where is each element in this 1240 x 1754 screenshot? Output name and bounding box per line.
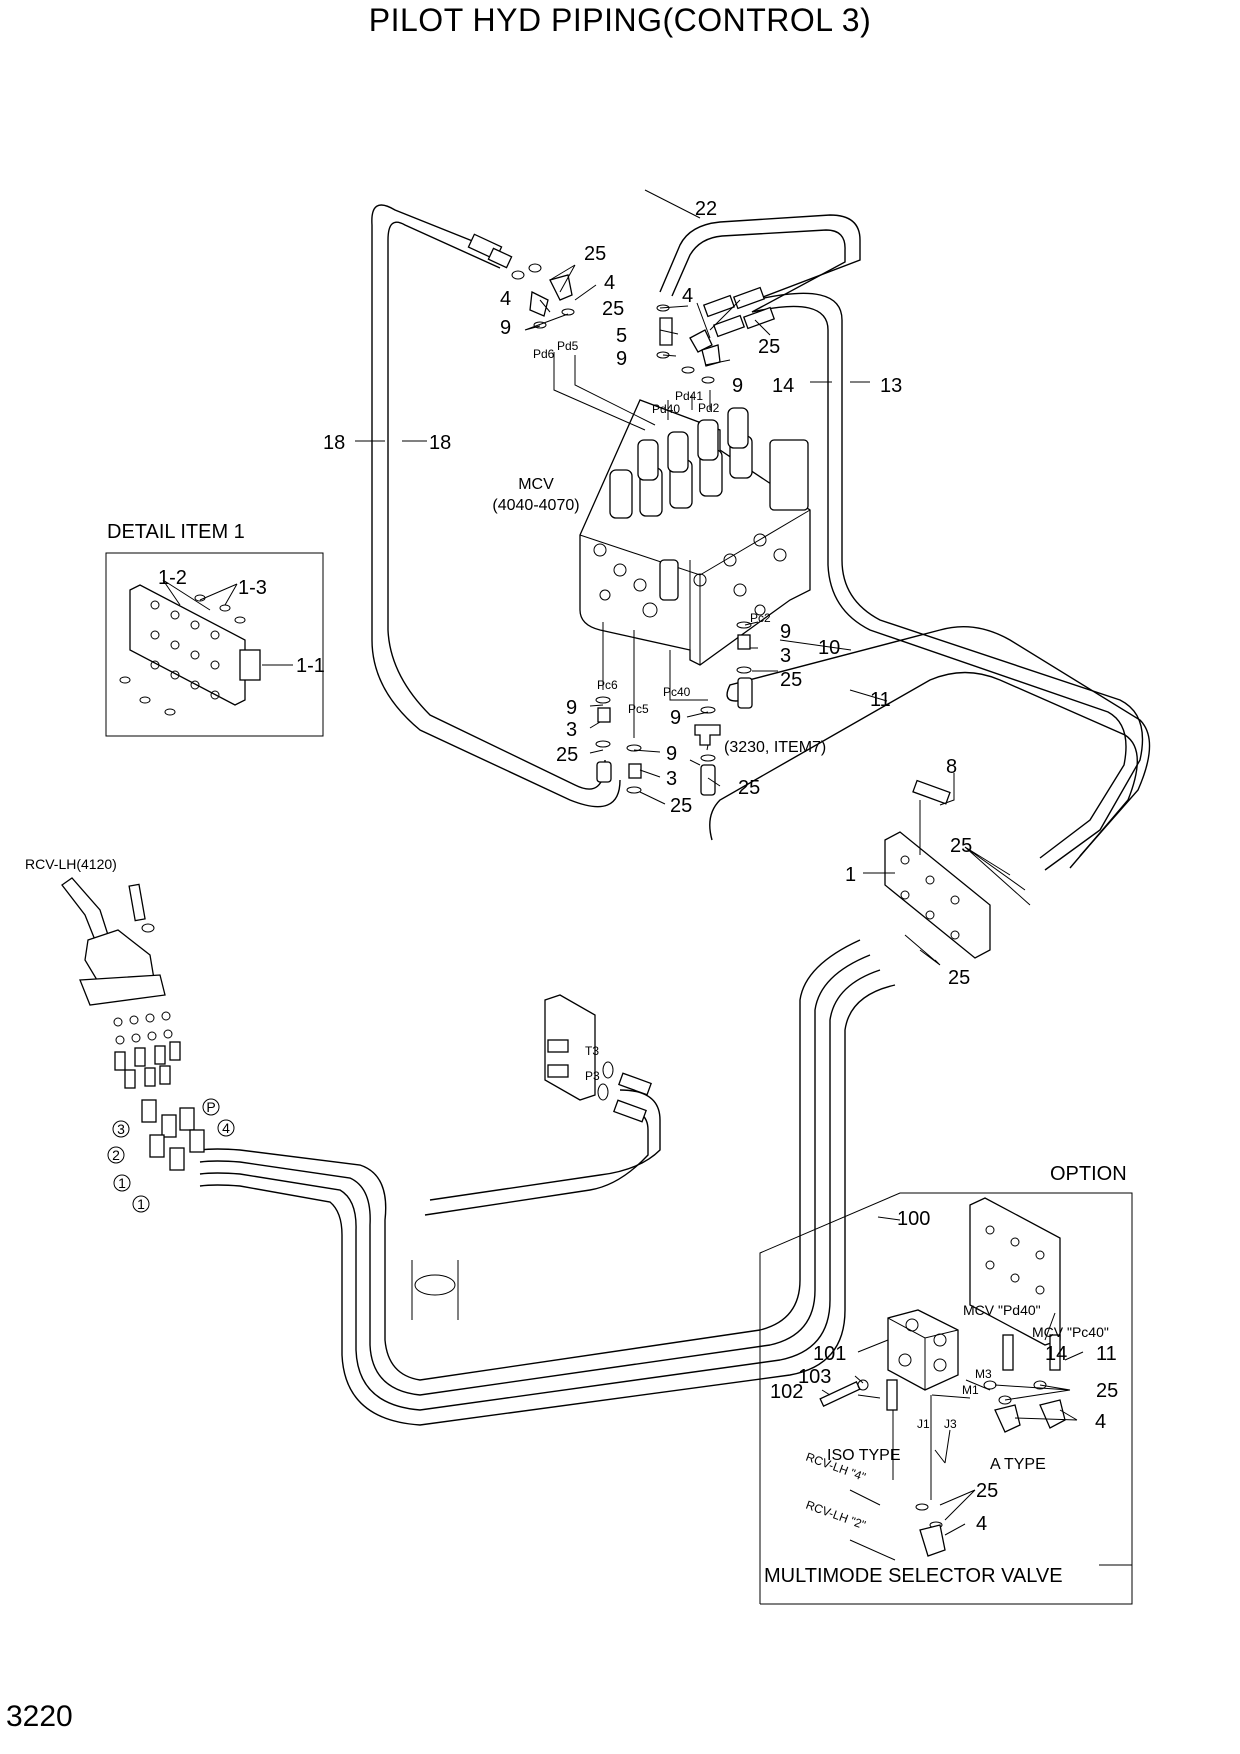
label-pc6: Pc6 (597, 678, 618, 692)
label-9-pc6: 9 (566, 697, 577, 719)
label-9-pc40: 9 (670, 707, 681, 729)
label-25-top: 25 (584, 243, 606, 265)
label-4-top-right: 4 (604, 272, 615, 294)
label-o25: 25 (1096, 1380, 1118, 1402)
label-pc5: Pc5 (628, 702, 649, 716)
rcv-lh-joystick (61, 877, 235, 1213)
top-fittings (467, 233, 776, 384)
label-j1: J1 (917, 1417, 930, 1431)
option-box (759, 1192, 1133, 1605)
label-3-pc6: 3 (566, 719, 577, 741)
label-5: 5 (616, 325, 627, 347)
label-pd2: Pd2 (698, 401, 720, 415)
leader-lines (162, 189, 1084, 1536)
label-o4: 4 (1095, 1411, 1106, 1433)
label-multimode: MULTIMODE SELECTOR VALVE (764, 1565, 1063, 1587)
label-1-2: 1-2 (158, 567, 187, 589)
port-p: P (206, 1099, 215, 1115)
port-1b: 1 (137, 1196, 145, 1212)
detail-item-1-box (105, 552, 324, 737)
label-22: 22 (695, 198, 717, 220)
label-25-pc2: 25 (780, 669, 802, 691)
label-10: 10 (818, 637, 840, 659)
label-o11: 11 (1096, 1343, 1117, 1365)
label-18-right: 18 (429, 432, 451, 454)
label-1-1: 1-1 (296, 655, 325, 677)
label-option: OPTION (1050, 1163, 1127, 1185)
port-4: 4 (222, 1120, 230, 1136)
label-o25b: 25 (976, 1480, 998, 1502)
label-25-pc6: 25 (556, 744, 578, 766)
label-o4b: 4 (976, 1513, 987, 1535)
mcv-bottom-fittings (595, 621, 753, 796)
label-a-type: A TYPE (990, 1456, 1046, 1473)
label-101: 101 (813, 1343, 846, 1365)
label-25-pc40: 25 (738, 777, 760, 799)
page-title: PILOT HYD PIPING(CONTROL 3) (368, 2, 872, 38)
label-pd40: Pd40 (652, 402, 680, 416)
port-1a: 1 (118, 1175, 126, 1191)
label-11: 11 (870, 689, 891, 711)
label-9-c: 9 (732, 375, 743, 397)
detail-item-1-title: DETAIL ITEM 1 (107, 521, 245, 543)
lower-hose-bundle (199, 939, 896, 1426)
label-9-top-left: 9 (500, 317, 511, 339)
port-3: 3 (117, 1121, 125, 1137)
label-pc2: Pc2 (750, 611, 771, 625)
label-25-block: 25 (950, 835, 972, 857)
hose-22 (659, 214, 861, 313)
label-pc40: Pc40 (663, 685, 691, 699)
label-102: 102 (770, 1381, 803, 1403)
label-pd41: Pd41 (675, 389, 703, 403)
label-9-pc5: 9 (666, 743, 677, 765)
label-rcv-lh: RCV-LH(4120) (25, 856, 117, 872)
label-p3: P3 (585, 1069, 600, 1083)
page-number: 3220 (6, 1700, 73, 1733)
label-1: 1 (845, 864, 856, 886)
label-25-block-lower: 25 (948, 967, 970, 989)
label-3230-item7: (3230, ITEM7) (724, 739, 826, 756)
label-14: 14 (772, 375, 794, 397)
label-13: 13 (880, 375, 902, 397)
label-t3: T3 (585, 1044, 599, 1058)
label-4-top-left: 4 (500, 288, 511, 310)
label-pd6: Pd6 (533, 347, 555, 361)
label-9-pc2: 9 (780, 621, 791, 643)
label-mcv-pc40: MCV "Pc40" (1032, 1324, 1109, 1340)
mcv-valve (579, 399, 811, 666)
label-mcv-range: (4040-4070) (492, 497, 579, 514)
label-mcv: MCV (518, 476, 554, 493)
label-25-b: 25 (602, 298, 624, 320)
label-3-pc2: 3 (780, 645, 791, 667)
label-o14: 14 (1045, 1343, 1067, 1365)
label-100: 100 (897, 1208, 930, 1230)
label-pd5: Pd5 (557, 339, 579, 353)
port-2: 2 (112, 1147, 120, 1163)
hoses-13-14-10-11 (709, 292, 1151, 871)
label-mcv-pd40: MCV "Pd40" (963, 1302, 1041, 1318)
label-9-b: 9 (616, 348, 627, 370)
label-rcv-lh-2: RCV-LH "2" (804, 1498, 868, 1533)
label-iso-type: ISO TYPE (827, 1447, 901, 1464)
label-3-pc5: 3 (666, 768, 677, 790)
hose-clamp (414, 1274, 456, 1296)
label-m3: M3 (975, 1367, 992, 1381)
label-25-pc5: 25 (670, 795, 692, 817)
t3-p3-bracket (544, 994, 652, 1123)
hose-18 (371, 204, 621, 808)
label-1-3: 1-3 (238, 577, 267, 599)
label-m1: M1 (962, 1383, 979, 1397)
block-1 (884, 779, 991, 959)
label-25-c: 25 (758, 336, 780, 358)
label-j3: J3 (944, 1417, 957, 1431)
label-4-c: 4 (682, 285, 693, 307)
label-18-left: 18 (323, 432, 345, 454)
label-103: 103 (798, 1366, 831, 1388)
label-8: 8 (946, 756, 957, 778)
